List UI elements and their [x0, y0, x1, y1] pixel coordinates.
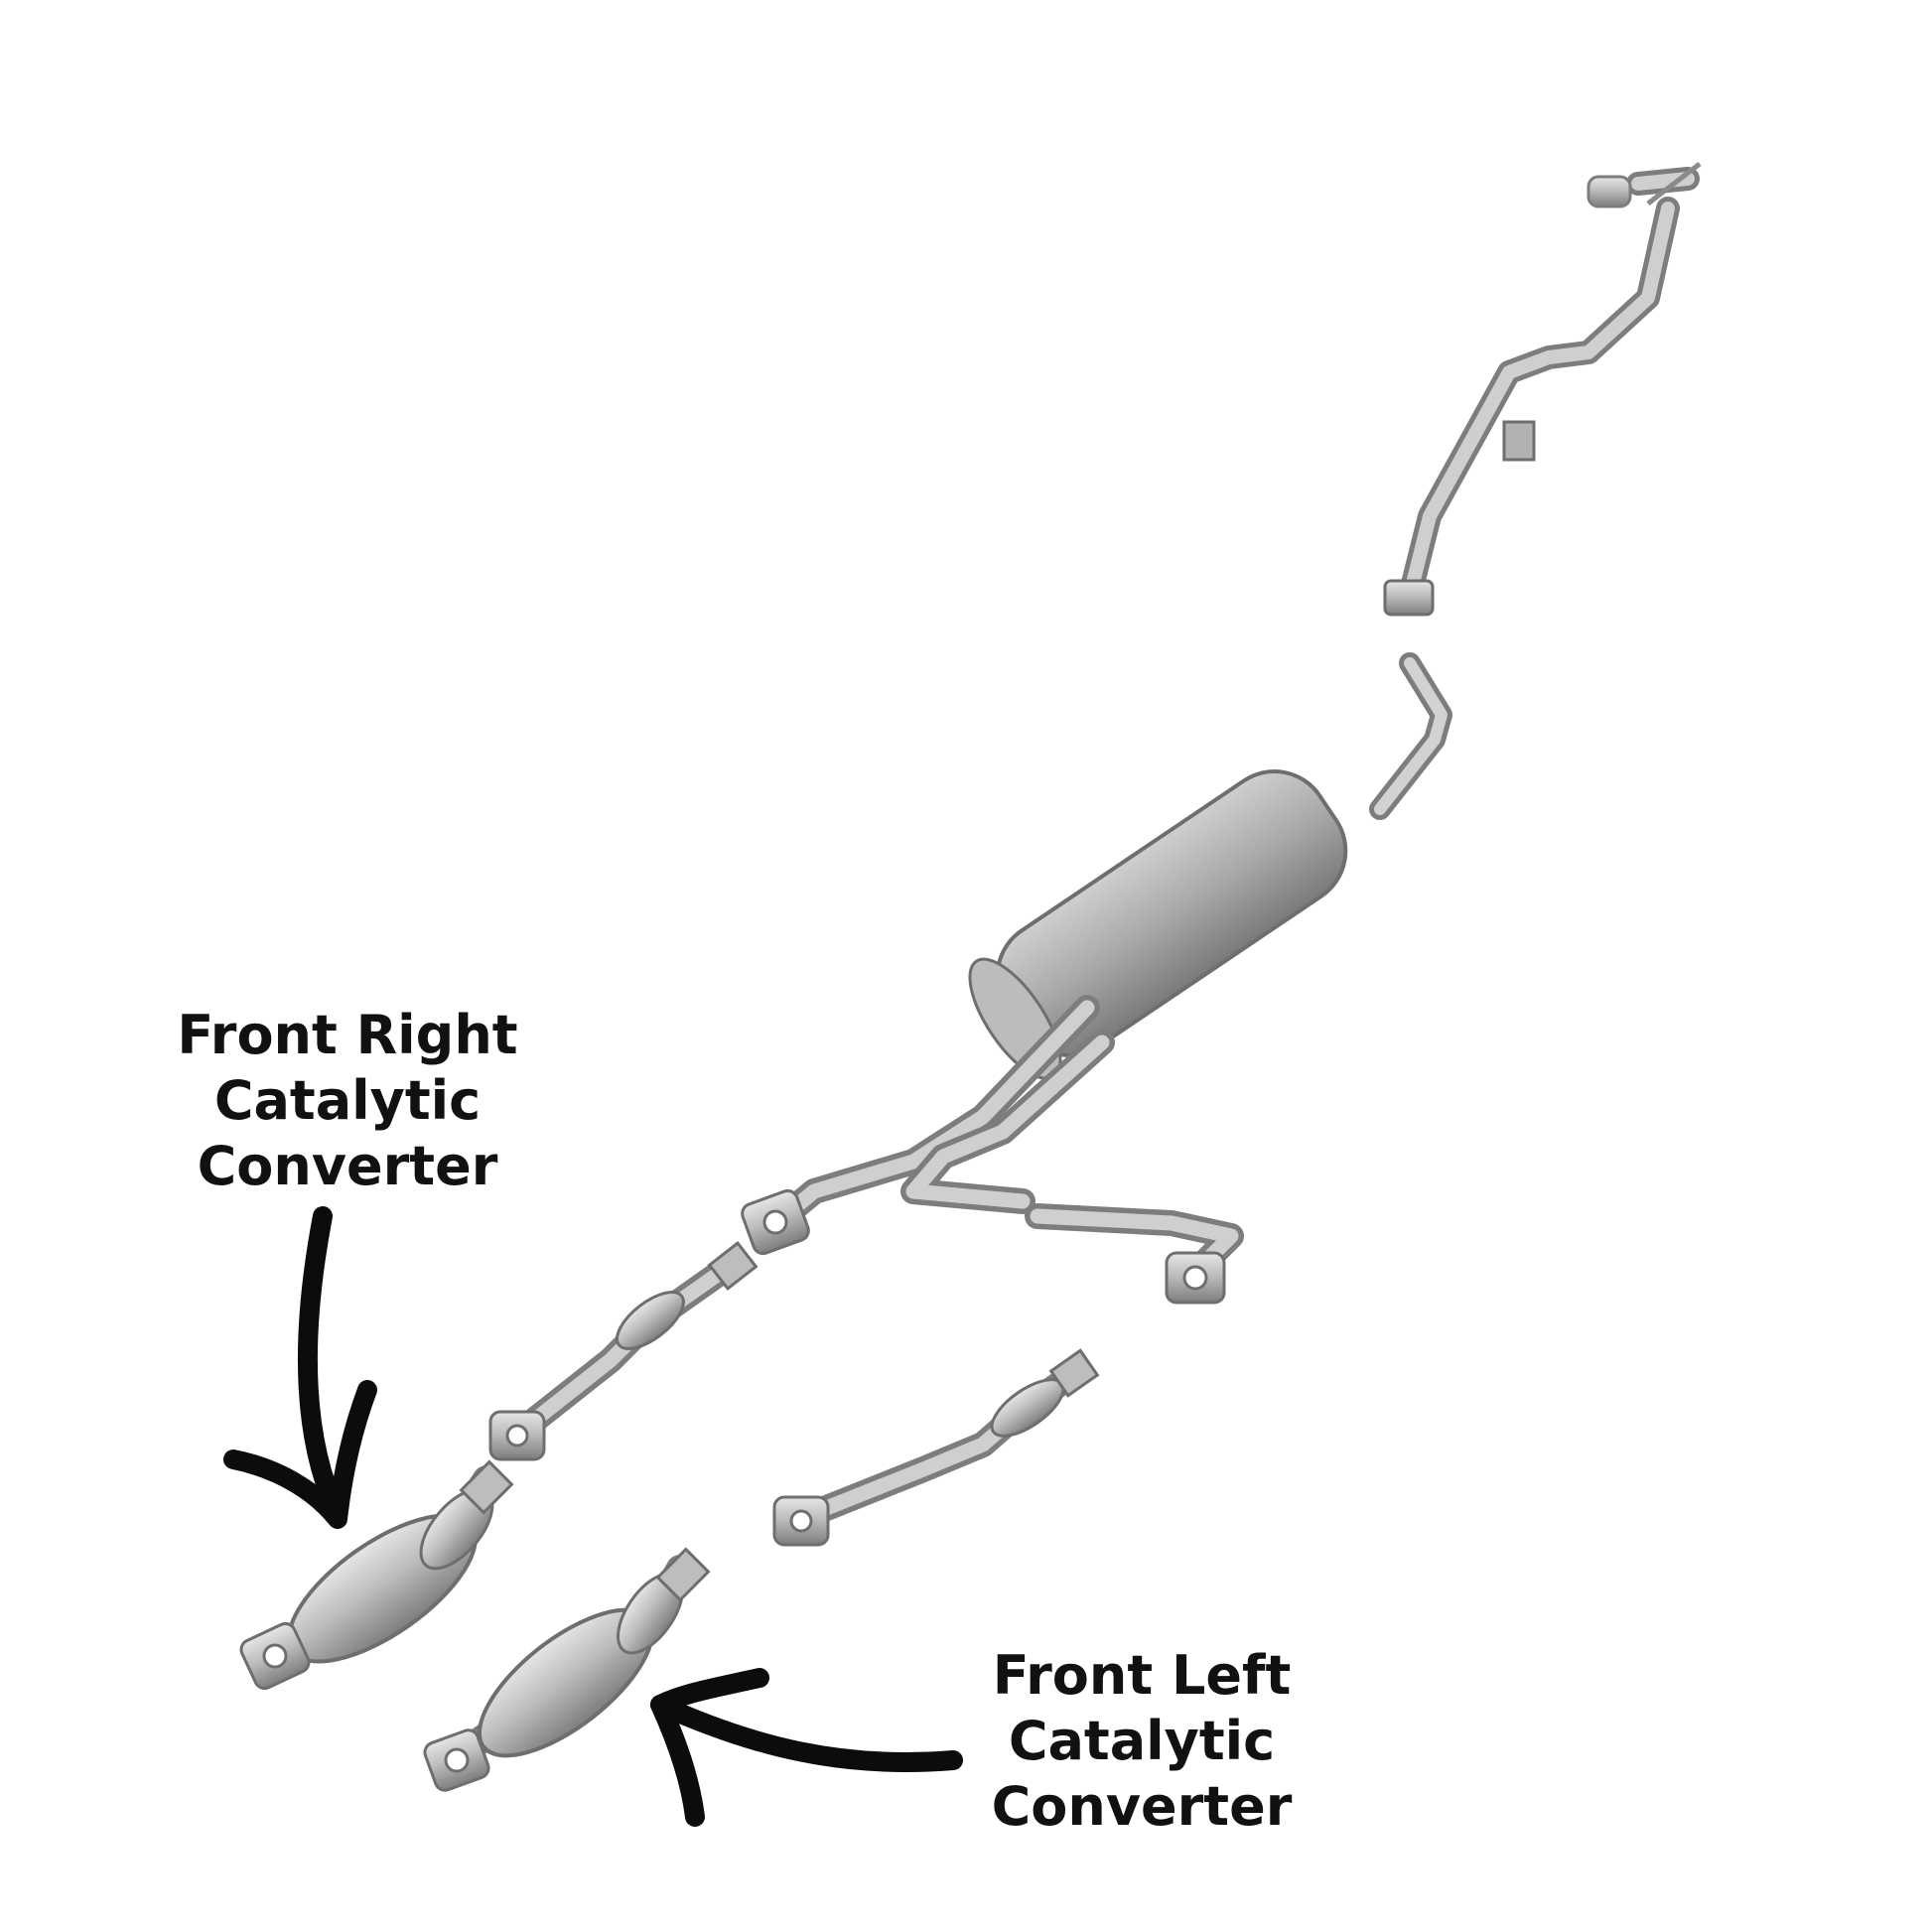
front-left-converter-label: Front Left Catalytic Converter — [943, 1643, 1340, 1840]
front-right-catalytic-converter — [239, 1459, 514, 1691]
front-right-label-line-1: Front Right — [177, 1004, 518, 1066]
arrow-front-right — [223, 1206, 377, 1529]
front-right-label-line-3: Converter — [197, 1135, 498, 1197]
tail-pipe — [1383, 162, 1702, 617]
right-cat-pipe — [772, 1348, 1100, 1547]
right-front-pipe — [1025, 1203, 1244, 1305]
left-cat-pipe — [488, 1240, 759, 1461]
front-right-label-line-2: Catalytic — [213, 1069, 482, 1132]
y-pipe — [741, 995, 1115, 1256]
front-left-label-line-1: Front Left — [992, 1644, 1292, 1707]
arrow-front-left — [650, 1668, 963, 1827]
intermediate-pipe — [1369, 652, 1452, 820]
front-left-catalytic-converter — [423, 1547, 711, 1792]
front-left-label-line-2: Catalytic — [1008, 1710, 1276, 1772]
front-right-converter-label: Front Right Catalytic Converter — [149, 1003, 546, 1199]
muffler — [968, 769, 1348, 1080]
front-left-label-line-3: Converter — [991, 1775, 1293, 1838]
